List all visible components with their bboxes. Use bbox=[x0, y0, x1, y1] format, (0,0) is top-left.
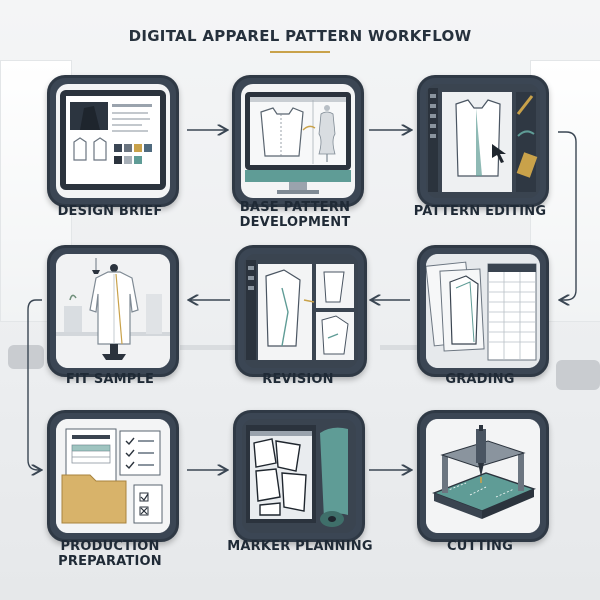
step-cutting-label: CUTTING bbox=[447, 539, 513, 554]
step-production-preparation-label-line1: PRODUCTION bbox=[60, 539, 160, 554]
step-pattern-editing-tile bbox=[417, 75, 549, 207]
background-chair bbox=[8, 345, 44, 369]
step-design-brief-tile bbox=[47, 75, 179, 207]
step-revision-label: REVISION bbox=[262, 372, 334, 387]
folder-documents-icon bbox=[56, 419, 170, 533]
grading-sheets-icon bbox=[426, 254, 540, 368]
step-production-preparation-label-line2: PREPARATION bbox=[58, 554, 162, 569]
step-base-pattern-label-line2: DEVELOPMENT bbox=[239, 215, 351, 230]
step-marker-planning-label: MARKER PLANNING bbox=[227, 539, 373, 554]
step-production-preparation-tile bbox=[47, 410, 179, 542]
step-fit-sample-label: FIT SAMPLE bbox=[65, 372, 155, 387]
step-base-pattern-label-line1: BASE PATTERN bbox=[239, 200, 351, 215]
diagram-title: DIGITAL APPAREL PATTERN WORKFLOW bbox=[128, 27, 472, 45]
step-grading-label: GRADING bbox=[445, 372, 515, 387]
background-sofa bbox=[556, 360, 600, 390]
step-production-preparation-label: PRODUCTION PREPARATION bbox=[32, 539, 188, 569]
tablet-icon bbox=[60, 90, 166, 190]
background-desk bbox=[180, 345, 260, 350]
step-marker-planning-tile bbox=[233, 410, 365, 542]
step-base-pattern-label: BASE PATTERN DEVELOPMENT bbox=[215, 200, 375, 230]
monitor-icon bbox=[245, 92, 351, 194]
cutting-machine-icon bbox=[426, 419, 540, 533]
step-grading-tile bbox=[417, 245, 549, 377]
step-base-pattern-tile bbox=[232, 75, 364, 207]
step-pattern-editing-label: PATTERN EDITING bbox=[413, 204, 547, 219]
cad-screen-icon bbox=[426, 84, 540, 198]
step-cutting-tile bbox=[417, 410, 549, 542]
dress-form-icon bbox=[56, 254, 170, 368]
marker-screen-icon bbox=[242, 419, 356, 533]
step-fit-sample-tile bbox=[47, 245, 179, 377]
title-underline bbox=[270, 51, 330, 53]
revision-screen-icon bbox=[244, 254, 358, 368]
step-design-brief-label: DESIGN BRIEF bbox=[57, 204, 163, 219]
step-revision-tile bbox=[235, 245, 367, 377]
background-desk bbox=[380, 345, 440, 350]
